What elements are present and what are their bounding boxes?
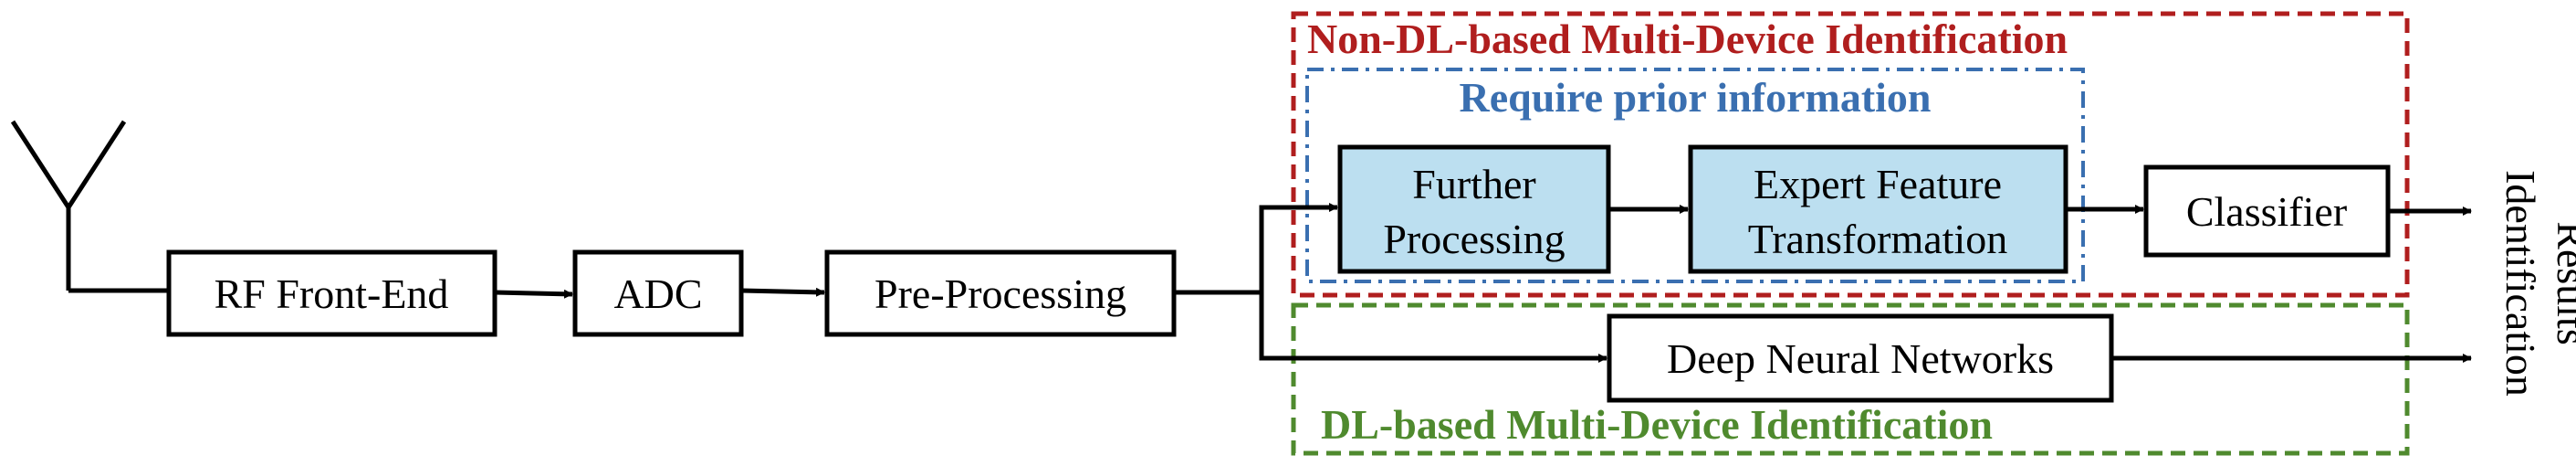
svg-text:Processing: Processing <box>1383 216 1565 262</box>
pre-processing-block: Pre-Processing <box>824 249 1177 337</box>
output-label: Identification Results <box>2497 170 2576 397</box>
svg-text:Results: Results <box>2549 221 2576 344</box>
svg-text:Deep Neural Networks: Deep Neural Networks <box>1667 335 2054 382</box>
svg-text:Identification: Identification <box>2497 170 2544 397</box>
expert-feature-transformation-block: Expert Feature Transformation <box>1688 144 2068 274</box>
dl-group-frame <box>1291 302 2410 456</box>
adc-block: ADC <box>572 249 744 337</box>
non-dl-group-title: Non-DL-based Multi-Device Identification <box>1307 16 2068 62</box>
arrow-adc-to-preprocessing <box>740 287 825 297</box>
prior-info-group-frame <box>1305 68 2085 283</box>
svg-text:Pre-Processing: Pre-Processing <box>874 270 1126 317</box>
further-processing-block: Further Processing <box>1337 144 1611 274</box>
antenna-icon <box>10 120 169 293</box>
svg-text:Transformation: Transformation <box>1748 216 2008 262</box>
wire-to-further-processing <box>1174 203 1338 295</box>
deep-neural-networks-block: Deep Neural Networks <box>1607 313 2114 403</box>
rf-front-end-block: RF Front-End <box>166 249 497 337</box>
dl-group-title: DL-based Multi-Device Identification <box>1321 401 1993 448</box>
svg-text:RF Front-End: RF Front-End <box>215 270 449 317</box>
arrow-rf-to-adc <box>494 289 573 299</box>
svg-text:ADC: ADC <box>613 270 702 317</box>
wire-to-dnn <box>1259 292 1607 363</box>
svg-text:Classifier: Classifier <box>2186 188 2347 235</box>
svg-text:Further: Further <box>1412 161 1535 207</box>
classifier-block: Classifier <box>2143 164 2391 258</box>
prior-info-group-title: Require prior information <box>1459 74 1931 121</box>
non-dl-group-frame <box>1291 11 2410 298</box>
svg-text:Expert Feature: Expert Feature <box>1754 161 2002 207</box>
